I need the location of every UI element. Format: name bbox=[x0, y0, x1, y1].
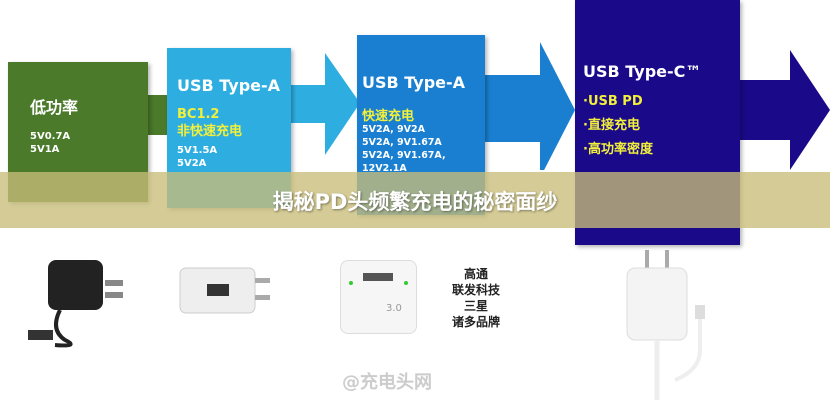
brand-list: 高通 联发科技 三星 诸多品牌 bbox=[440, 266, 512, 330]
highlight-line: 非快速充电 bbox=[177, 124, 243, 139]
spec-line: 5V1.5A bbox=[177, 145, 218, 156]
spec-line: 5V2A, 9V2A bbox=[362, 124, 425, 135]
brand-item: 诸多品牌 bbox=[451, 315, 500, 329]
spec-line: 5V2A, 9V1.67A, 12V2.1A bbox=[362, 150, 446, 174]
spec-line: 5V0.7A bbox=[30, 131, 71, 142]
arrow-2 bbox=[280, 53, 360, 155]
brand-item: 高通 bbox=[463, 267, 488, 281]
qc-label: 3.0 bbox=[386, 303, 402, 314]
spec-line: 5V2A, 9V1.67A bbox=[362, 137, 442, 148]
bullet-item: 直接充电 bbox=[587, 118, 640, 133]
watermark: @充电头网 bbox=[342, 372, 432, 393]
usb-a-adapter-image bbox=[179, 267, 270, 314]
stage-heading: 低功率 bbox=[30, 98, 79, 117]
qc3-charger-image: 3.0 bbox=[340, 260, 417, 334]
round-pin-adapter-image bbox=[28, 260, 123, 348]
arrow-4 bbox=[735, 50, 830, 170]
stage-heading: USB Type-A bbox=[362, 73, 466, 92]
brand-item: 联发科技 bbox=[451, 283, 500, 297]
arrow-3 bbox=[475, 42, 575, 170]
spec-line: 5V2A bbox=[177, 158, 207, 169]
page-title: 揭秘PD头频繁充电的秘密面纱 bbox=[272, 190, 558, 214]
title-band bbox=[0, 172, 830, 228]
stage-heading: USB Type-A bbox=[177, 76, 281, 95]
usb-c-charger-image bbox=[626, 250, 705, 400]
brand-item: 三星 bbox=[463, 299, 488, 313]
bullet-item: USB PD bbox=[587, 94, 643, 109]
highlight-line: 快速充电 bbox=[362, 109, 415, 124]
highlight-line: BC1.2 bbox=[177, 107, 220, 122]
spec-line: 5V1A bbox=[30, 144, 60, 155]
bullet-item: 高功率密度 bbox=[587, 142, 653, 157]
stage-heading: USB Type-C™ bbox=[583, 62, 702, 81]
